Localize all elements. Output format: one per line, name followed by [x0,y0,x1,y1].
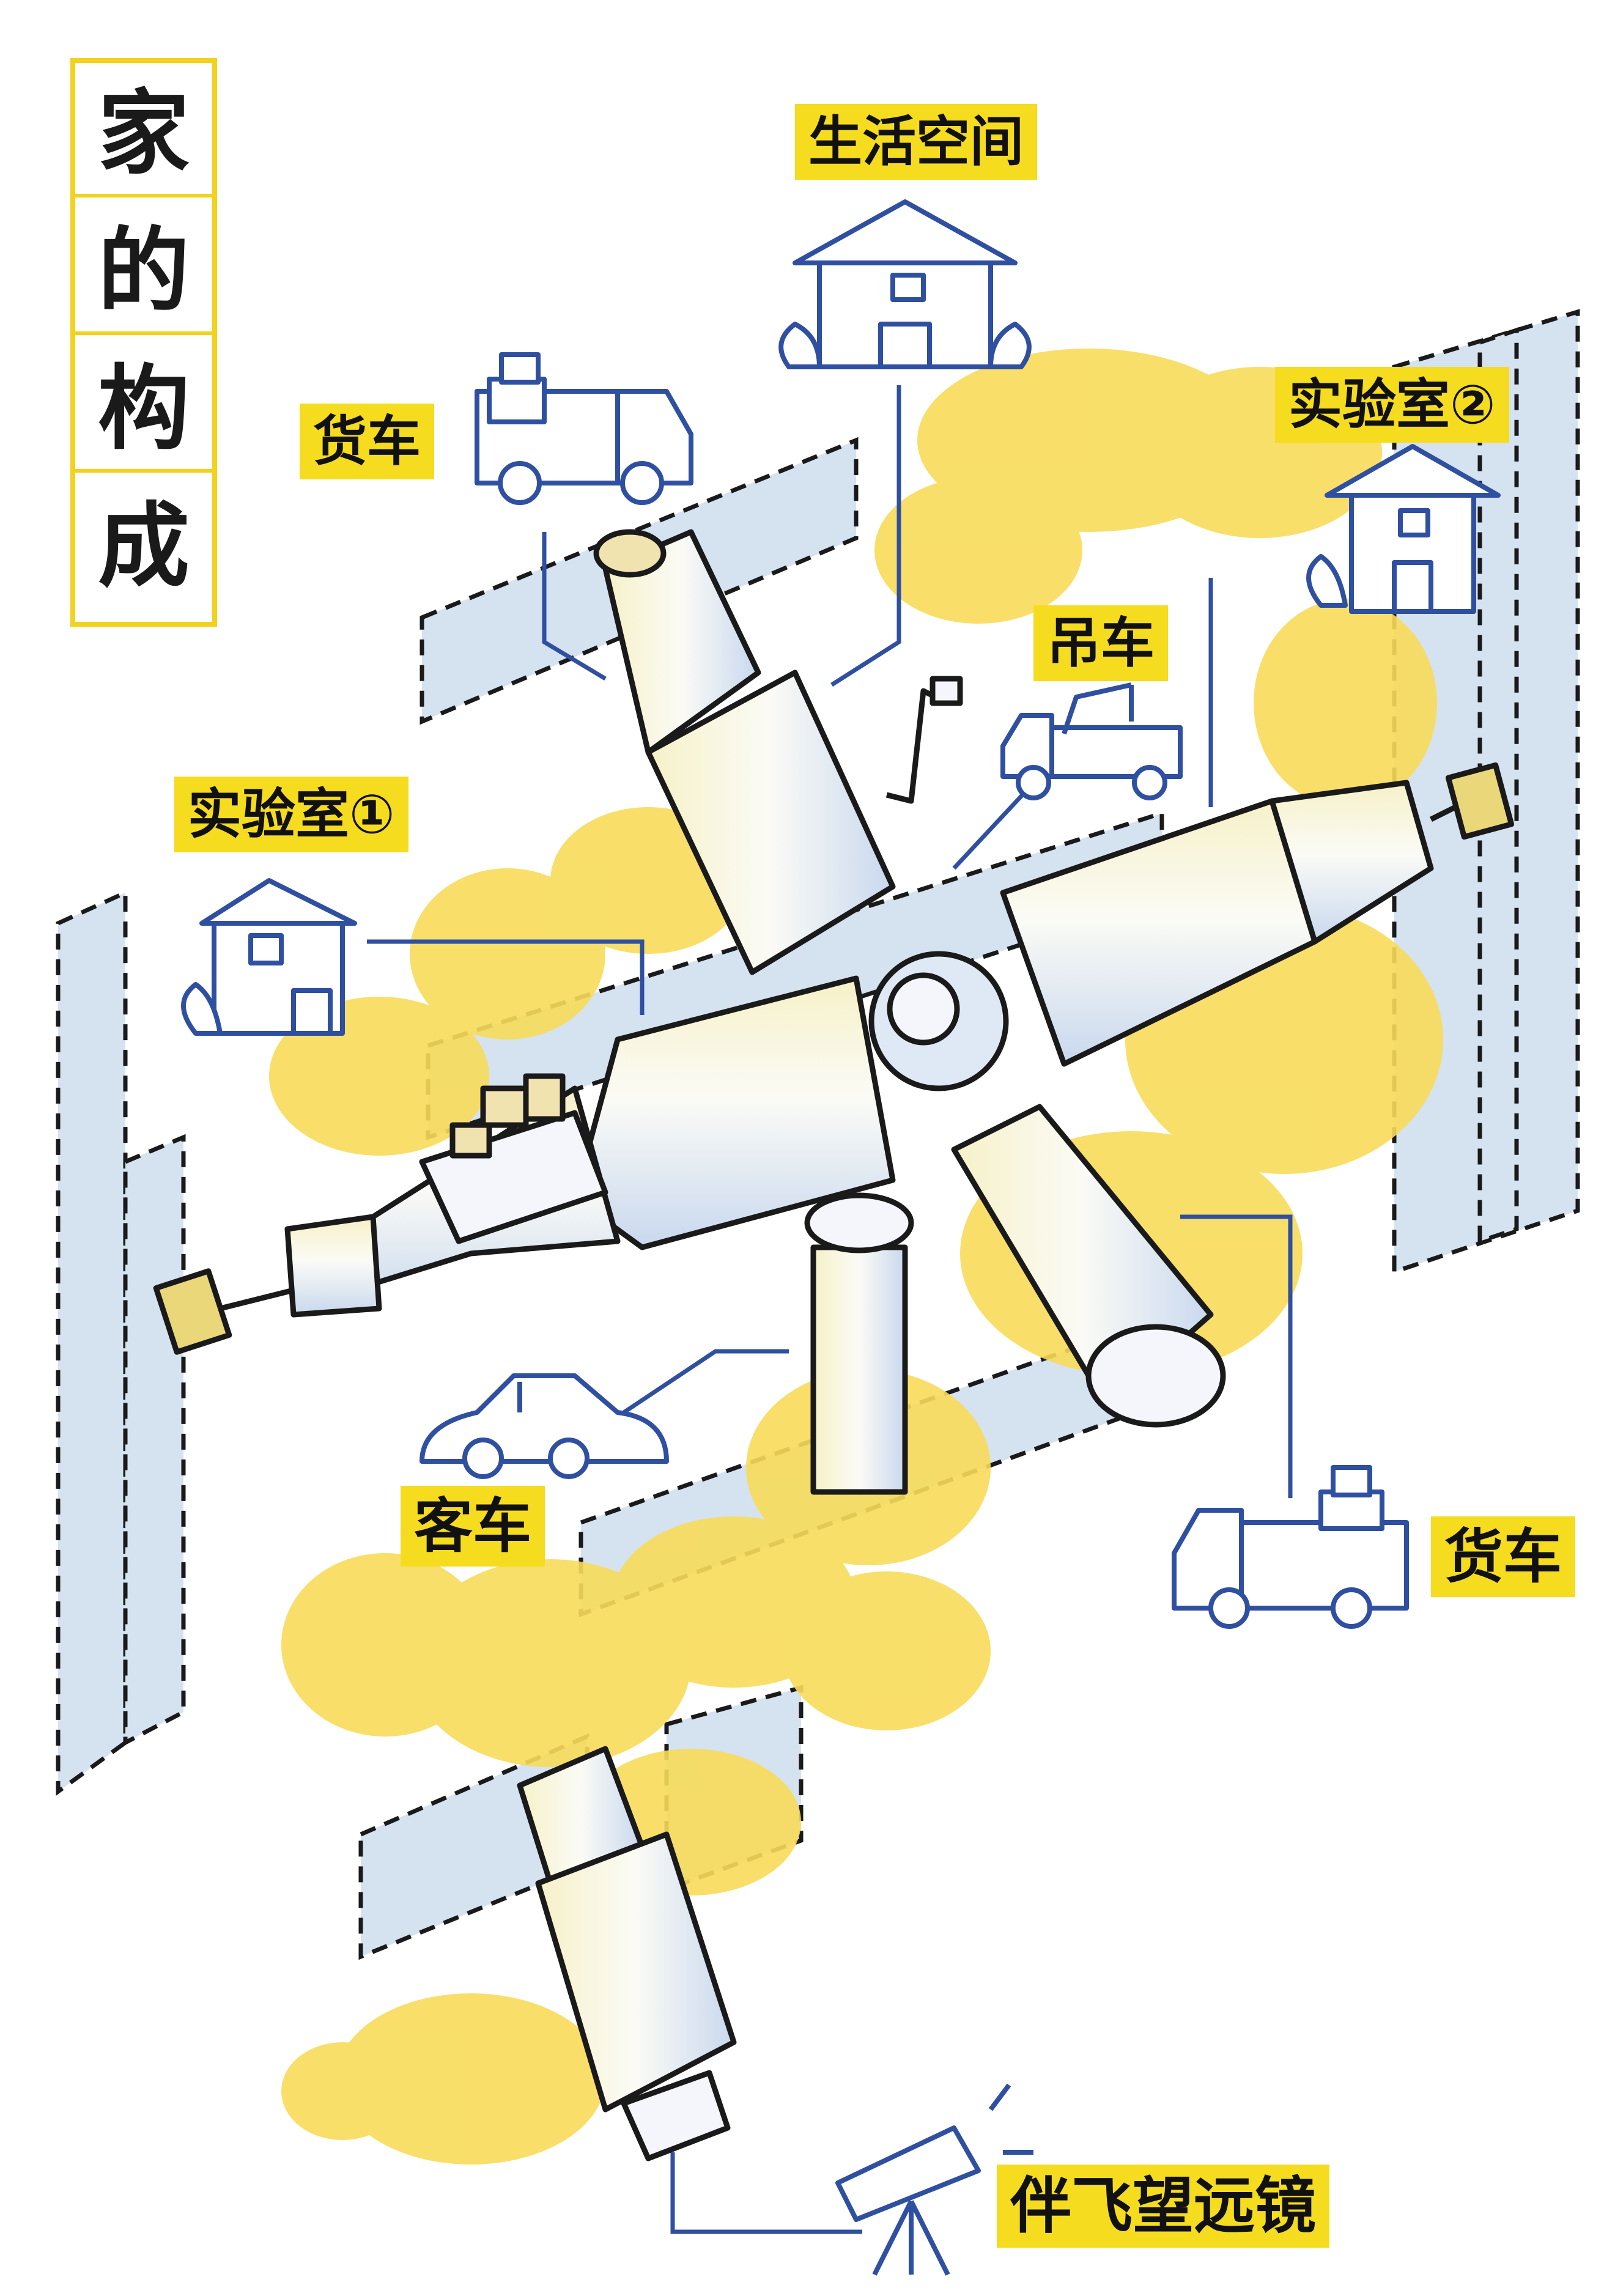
cargo-truck-top-icon [475,352,693,505]
title-char-3: 构 [97,355,190,462]
title-grid-box: 家 的 构 成 [70,58,217,627]
lab2-cone [1269,780,1434,945]
core-module-upper [645,670,896,975]
solar-panel-left-lower [123,1134,186,1746]
cargo-left-nose [284,1214,382,1318]
lab2-house-icon [1306,444,1501,614]
label-companion-telescope: 伴飞望远镜 [997,2165,1329,2248]
title-char-4: 成 [97,492,190,600]
label-crane: 吊车 [1033,605,1169,681]
label-lab-2: 实验室② [1275,367,1509,443]
crane-arm [885,688,937,804]
label-lab-1: 实验室① [174,777,408,852]
title-grid-lines [75,194,212,473]
telescope-icon [835,2083,1033,2276]
right-docking-box [1445,762,1515,840]
label-cargo-truck-top: 货车 [300,404,435,479]
space-station [153,529,1515,1495]
label-cargo-truck-right: 货车 [1431,1516,1575,1597]
passenger-craft [810,1244,908,1495]
living-space-house-icon [778,199,1032,369]
cargo-deck [419,1110,608,1244]
label-living-space: 生活空间 [795,104,1038,180]
lab1-house-icon [181,878,357,1036]
crane-truck-icon [1000,682,1183,800]
label-passenger-car: 客车 [401,1486,545,1567]
passenger-car-icon [419,1373,669,1479]
callout-lines [367,385,1293,2234]
title-char-1: 家 [97,79,190,187]
left-docking-box [153,1268,232,1355]
companion-telescope-craft [517,1746,737,2161]
cargo-truck-right-icon [1172,1465,1409,1629]
solar-panel-left-upper [56,889,128,1796]
title-char-2: 的 [97,217,190,325]
